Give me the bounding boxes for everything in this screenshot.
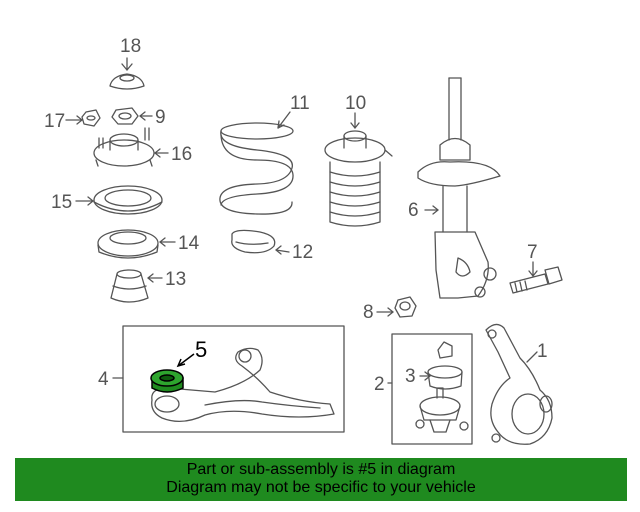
part-9-nut — [111, 107, 139, 125]
callout-13: 13 — [165, 269, 186, 290]
callout-15: 15 — [51, 192, 72, 213]
callout-4: 4 — [98, 369, 109, 390]
part-14-spring-seat — [97, 229, 159, 259]
callout-5: 5 — [195, 337, 207, 362]
callout-16: 16 — [171, 144, 192, 165]
callout-7: 7 — [527, 242, 538, 263]
callout-17: 17 — [44, 111, 65, 132]
callout-18: 18 — [120, 36, 141, 57]
part-16-upper-mount — [93, 127, 155, 167]
part-6-strut — [417, 77, 501, 299]
info-banner: Part or sub-assembly is #5 in diagram Di… — [15, 458, 627, 501]
part-17-nut — [81, 109, 101, 127]
callout-3: 3 — [405, 366, 416, 387]
banner-line-1: Part or sub-assembly is #5 in diagram — [186, 461, 456, 478]
callout-1: 1 — [537, 341, 548, 362]
part-2-box — [391, 333, 473, 445]
part-10-dust-boot — [324, 130, 393, 227]
part-7-bolt — [509, 266, 563, 294]
part-18-mount-cap — [109, 73, 145, 90]
part-1-knuckle — [485, 323, 553, 445]
part-11-coil-spring — [219, 122, 294, 215]
part-4-box — [122, 325, 345, 433]
leader-lines — [65, 57, 538, 384]
part-3-boot — [427, 341, 463, 390]
part-4-lower-arm — [151, 347, 335, 422]
callout-12: 12 — [292, 242, 313, 263]
callout-14: 14 — [178, 233, 200, 254]
callout-6: 6 — [408, 200, 419, 221]
part-8-nut — [394, 296, 417, 318]
part-12-insulator — [231, 229, 276, 254]
part-2-ball-joint — [415, 387, 469, 433]
callout-2: 2 — [374, 374, 385, 395]
part-5-bushing — [150, 353, 195, 393]
banner-line-2: Diagram may not be specific to your vehi… — [166, 479, 476, 496]
callout-10: 10 — [345, 93, 366, 114]
part-15-bearing — [93, 185, 163, 215]
callout-labels: 18 17 9 16 15 14 13 11 12 10 6 7 8 4 5 2… — [44, 36, 548, 395]
callout-9: 9 — [155, 107, 166, 128]
parts-diagram: 18 17 9 16 15 14 13 11 12 10 6 7 8 4 5 2… — [44, 36, 563, 445]
part-13-bump-stop — [110, 269, 149, 303]
callout-8: 8 — [363, 302, 374, 323]
callout-11: 11 — [290, 93, 310, 114]
